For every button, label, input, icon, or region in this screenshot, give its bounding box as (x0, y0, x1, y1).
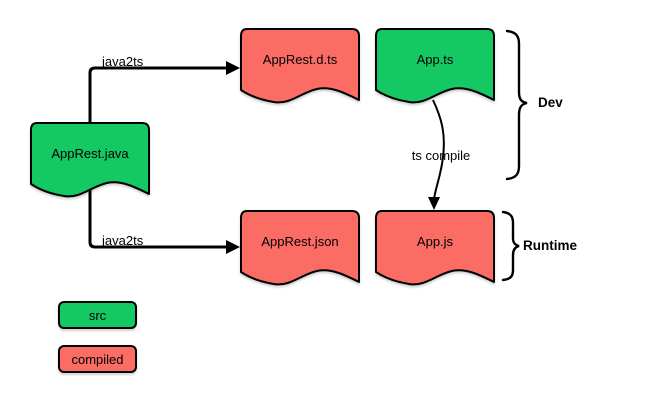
doc-app-ts (375, 28, 495, 104)
doc-apprest-json (240, 210, 360, 286)
legend-src: src (58, 301, 137, 329)
node-label-app-ts: App.ts (416, 51, 454, 67)
arrowhead-bottom-icon (226, 240, 240, 254)
edge-label-java2ts-top: java2ts (102, 54, 144, 69)
ts-compile-connector (432, 99, 445, 200)
doc-app-js (375, 210, 495, 286)
legend-compiled: compiled (58, 345, 137, 373)
edge-label-ts-compile: ts compile (411, 148, 471, 163)
node-label-app-js: App.js (416, 233, 454, 249)
group-label-runtime: Runtime (523, 238, 577, 253)
edge-label-java2ts-bottom: java2ts (102, 233, 144, 248)
legend-src-label: src (88, 307, 107, 323)
node-label-apprest-java: AppRest.java (51, 145, 129, 161)
doc-apprest-java (30, 122, 150, 198)
runtime-brace (501, 210, 520, 282)
node-label-apprest-dts: AppRest.d.ts (262, 51, 338, 67)
group-label-dev: Dev (538, 95, 563, 110)
node-label-apprest-json: AppRest.json (261, 233, 339, 249)
arrowhead-down-icon (428, 197, 440, 210)
legend-compiled-label: compiled (71, 351, 124, 367)
dev-brace (505, 29, 528, 181)
doc-apprest-dts (240, 28, 360, 104)
arrowhead-top-icon (226, 61, 240, 75)
